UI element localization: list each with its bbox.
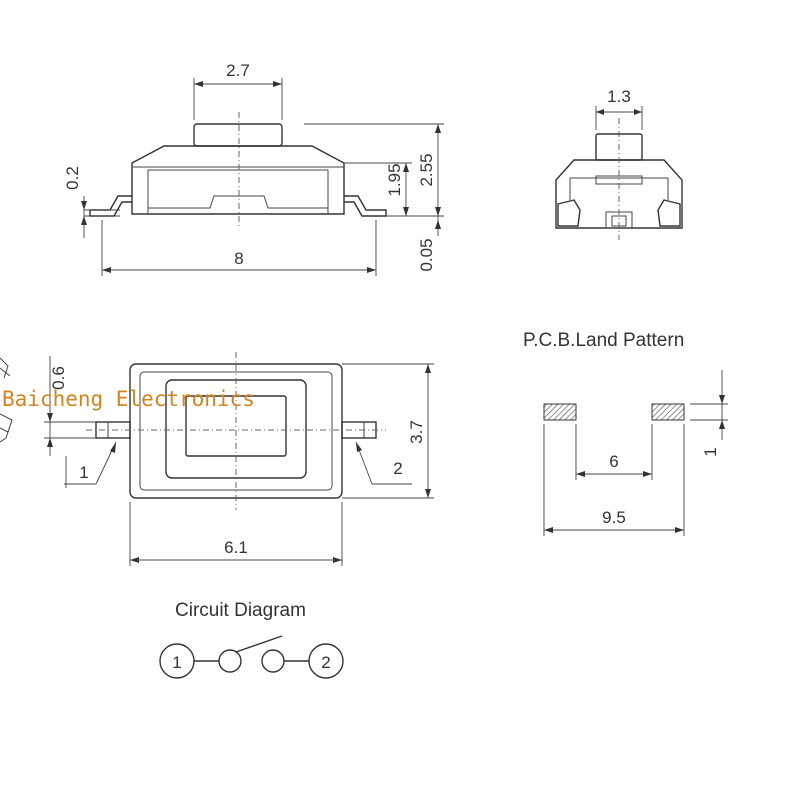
terminal-2-label: 2 — [321, 653, 330, 672]
top-view: 0.6 1 2 3.7 6.1 — [44, 352, 434, 566]
terminal-1-label: 1 — [172, 653, 181, 672]
end-view: 1.3 — [555, 87, 683, 240]
side-view: 2.7 0.2 1.95 2.55 0.05 8 — [63, 61, 444, 276]
side-actuator — [193, 123, 283, 147]
pad-right — [651, 403, 685, 421]
watermark-text: Baicheng Electronics — [2, 387, 255, 411]
dim-total-height: 2.55 — [417, 153, 436, 186]
dim-lead-height: 0.2 — [63, 166, 82, 190]
side-lead-right — [344, 195, 387, 217]
dim-outer-spacing: 9.5 — [602, 508, 626, 527]
dim-body-width: 3.7 — [407, 420, 426, 444]
dim-pad-size: 1 — [701, 447, 720, 456]
dim-body-height: 1.95 — [385, 163, 404, 196]
switch-lever — [235, 635, 283, 653]
dim-top-width: 2.7 — [226, 61, 250, 80]
dim-overall-length: 8 — [234, 249, 243, 268]
side-lead-left — [89, 195, 132, 217]
contact-right — [261, 649, 285, 673]
land-pattern: P.C.B.Land Pattern 6 9.5 1 — [523, 330, 728, 536]
contact-left — [218, 649, 242, 673]
side-body — [131, 145, 345, 215]
partial-component-left — [0, 357, 13, 443]
pin-label-1: 1 — [79, 463, 88, 482]
dim-body-length: 6.1 — [224, 538, 248, 557]
pin-label-2: 2 — [393, 459, 402, 478]
dim-lead-offset: 0.05 — [417, 238, 436, 271]
pad-left — [543, 403, 577, 421]
circuit-diagram: Circuit Diagram 1 2 — [159, 600, 344, 679]
circuit-title: Circuit Diagram — [175, 600, 306, 621]
land-pattern-title: P.C.B.Land Pattern — [523, 330, 684, 351]
dim-inner-spacing: 6 — [609, 452, 618, 471]
dim-actuator-width: 1.3 — [607, 87, 631, 106]
end-body — [555, 159, 683, 229]
terminal-2-circle — [308, 643, 344, 679]
dim-pin-width: 0.6 — [49, 366, 68, 390]
